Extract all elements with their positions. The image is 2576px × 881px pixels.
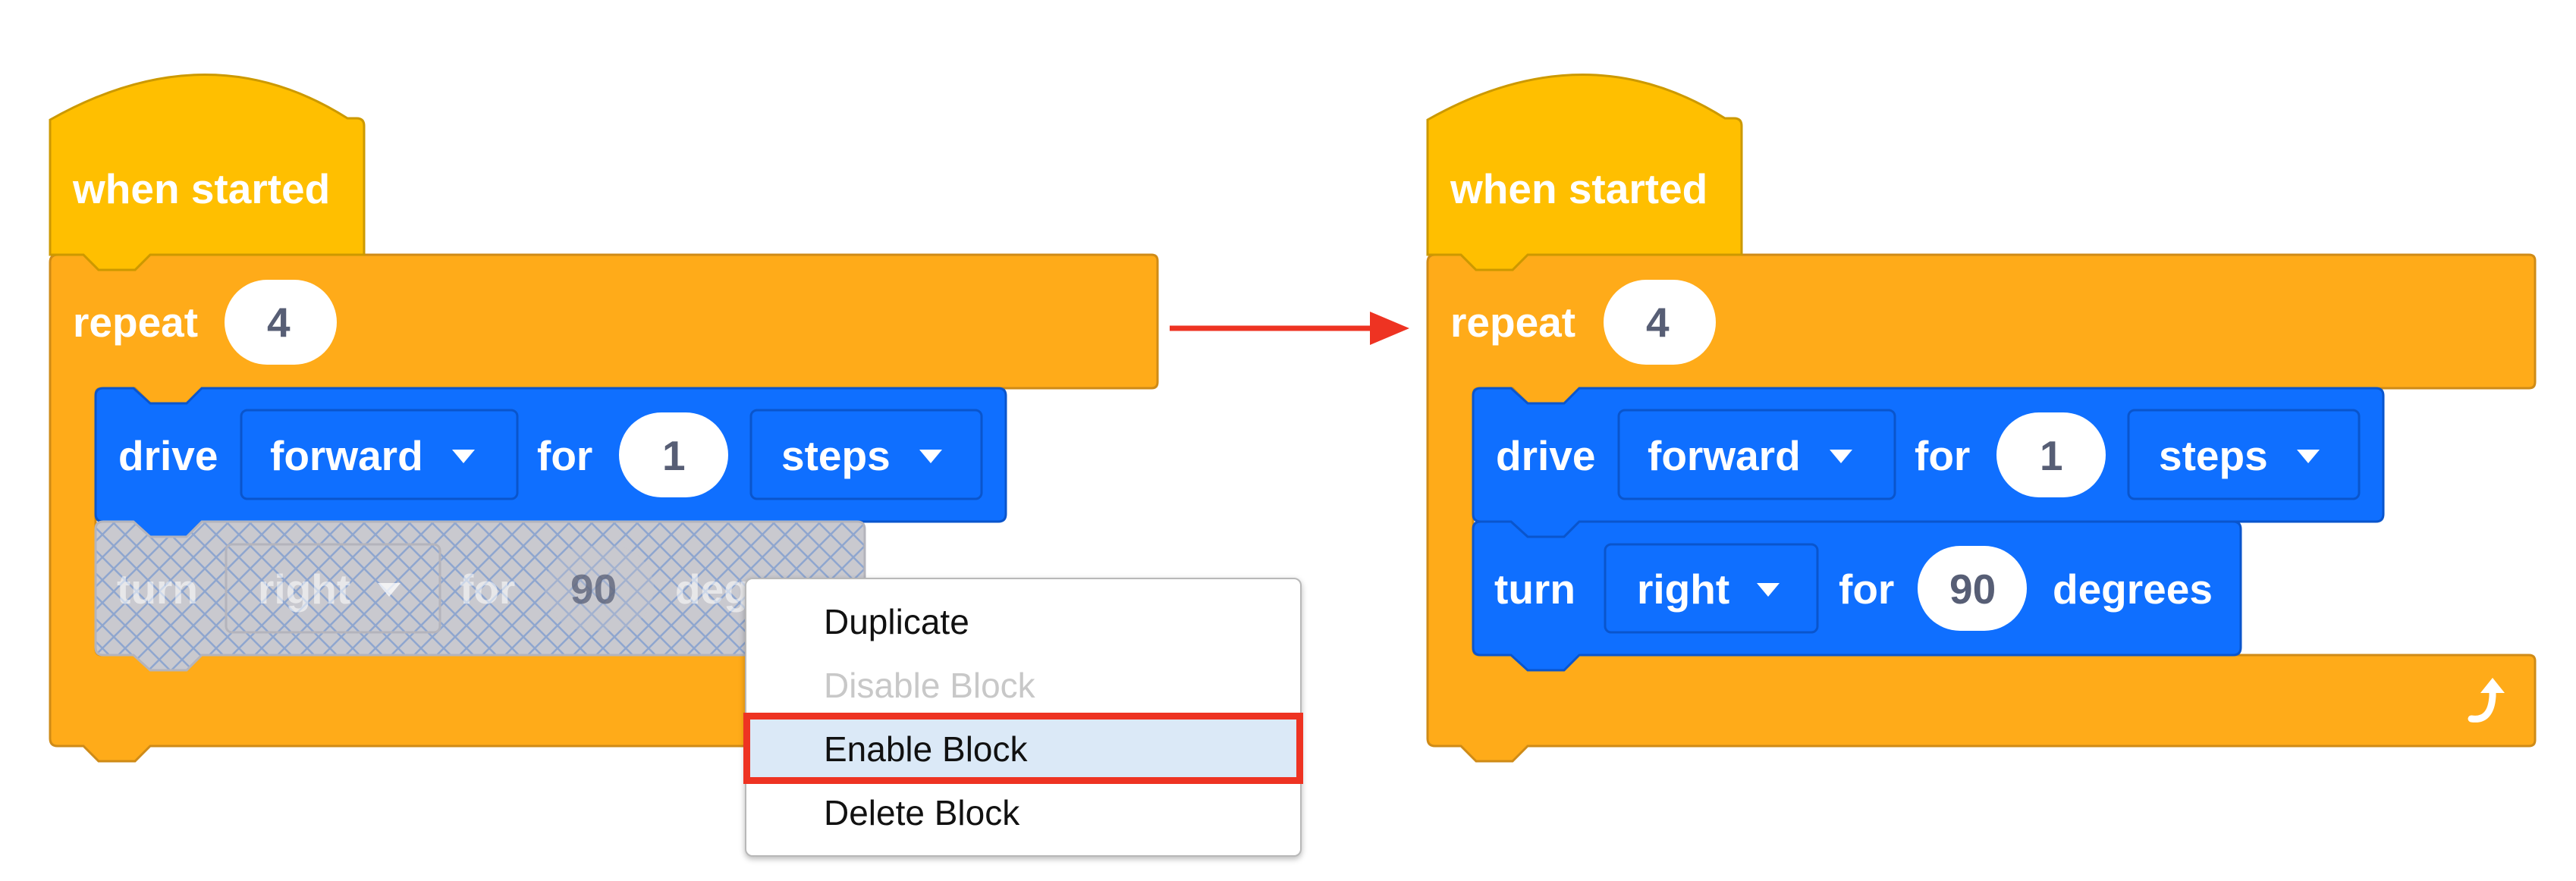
right-turn-unit: degrees bbox=[2053, 566, 2213, 613]
left-drive-block[interactable] bbox=[94, 387, 1007, 538]
turn-amount-input bbox=[1918, 546, 2027, 631]
loop-arrow-icon bbox=[2468, 678, 2505, 723]
right-drive-for: for bbox=[1915, 432, 1971, 479]
menu-item-delete-block[interactable]: Delete Block bbox=[824, 793, 1020, 832]
dropdown-caret-icon bbox=[1830, 450, 1852, 463]
left-drive-direction[interactable]: forward bbox=[270, 432, 423, 479]
left-drive-label: drive bbox=[118, 432, 218, 479]
left-repeat-label: repeat bbox=[73, 299, 199, 346]
dropdown-caret-icon bbox=[378, 583, 401, 597]
left-turn-amount[interactable]: 90 bbox=[570, 566, 617, 613]
right-drive-amount[interactable]: 1 bbox=[2040, 432, 2063, 479]
right-drive-unit[interactable]: steps bbox=[2159, 432, 2268, 479]
drive-amount-input bbox=[619, 412, 728, 497]
menu-item-enable-block[interactable]: Enable Block bbox=[746, 717, 1300, 781]
drive-unit-dropdown bbox=[2127, 409, 2361, 500]
drive-amount-input bbox=[1996, 412, 2106, 497]
drive-direction-dropdown bbox=[1617, 409, 1896, 500]
right-turn-for: for bbox=[1839, 566, 1895, 613]
left-hat-block[interactable] bbox=[49, 74, 366, 271]
right-repeat-label: repeat bbox=[1450, 299, 1576, 346]
dropdown-caret-icon bbox=[452, 450, 475, 463]
right-turn-label: turn bbox=[1494, 566, 1575, 613]
left-hat-label: when started bbox=[73, 165, 331, 212]
left-drive-for: for bbox=[537, 432, 593, 479]
dropdown-caret-icon bbox=[1757, 583, 1780, 597]
left-turn-for: for bbox=[460, 566, 516, 613]
context-menu: Duplicate Disable Block Enable Block Del… bbox=[745, 578, 1302, 857]
right-hat-block[interactable] bbox=[1426, 74, 1743, 271]
right-drive-block[interactable] bbox=[1472, 387, 2385, 538]
right-turn-amount[interactable]: 90 bbox=[1949, 566, 1996, 613]
arrow-right-icon bbox=[1170, 312, 1409, 345]
dropdown-caret-icon bbox=[2297, 450, 2320, 463]
menu-item-disable-block: Disable Block bbox=[824, 666, 1035, 705]
right-drive-direction[interactable]: forward bbox=[1648, 432, 1801, 479]
turn-direction-dropdown bbox=[1604, 543, 1819, 634]
left-repeat-count[interactable]: 4 bbox=[267, 299, 291, 346]
left-drive-amount[interactable]: 1 bbox=[662, 432, 686, 479]
right-repeat-count-input[interactable] bbox=[1604, 280, 1716, 365]
right-hat-label: when started bbox=[1450, 165, 1708, 212]
dropdown-caret-icon bbox=[919, 450, 942, 463]
left-drive-unit[interactable]: steps bbox=[781, 432, 891, 479]
right-drive-label: drive bbox=[1496, 432, 1596, 479]
menu-item-duplicate[interactable]: Duplicate bbox=[824, 602, 969, 641]
left-turn-block-disabled[interactable] bbox=[94, 520, 866, 672]
drive-unit-dropdown bbox=[749, 409, 983, 500]
left-repeat-count-input[interactable] bbox=[225, 280, 337, 365]
right-turn-block[interactable] bbox=[1472, 520, 2242, 672]
right-turn-direction[interactable]: right bbox=[1637, 566, 1730, 613]
left-turn-direction[interactable]: right bbox=[258, 566, 351, 613]
right-repeat-count[interactable]: 4 bbox=[1646, 299, 1670, 346]
drive-direction-dropdown bbox=[240, 409, 519, 500]
left-turn-label: turn bbox=[117, 566, 198, 613]
